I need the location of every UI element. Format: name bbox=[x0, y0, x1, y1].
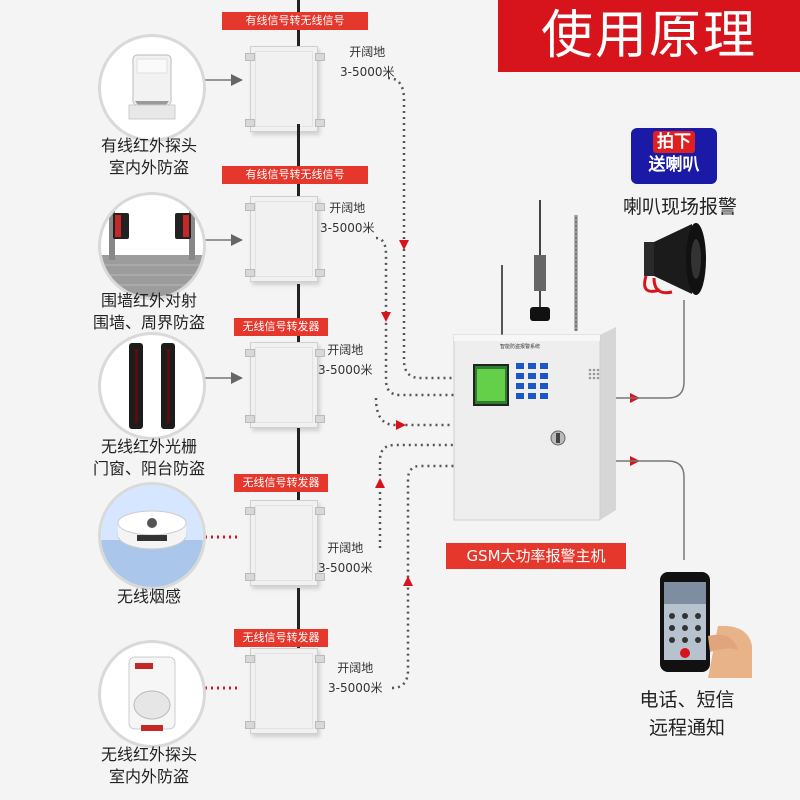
device-4-label: 无线烟感 bbox=[74, 586, 224, 608]
phone-label: 电话、短信 远程通知 bbox=[612, 686, 762, 742]
sensor-wires bbox=[205, 74, 243, 384]
device-3-label: 无线红外光栅 门窗、阳台防盗 bbox=[74, 436, 224, 480]
range-spec-2-distance: 3-5000米 bbox=[320, 221, 375, 235]
device-5-label: 无线红外探头 室内外防盗 bbox=[74, 744, 224, 788]
host-outputs bbox=[612, 300, 685, 560]
range-spec-2-terrain: 开阔地 bbox=[329, 201, 366, 215]
promo-badge-line1: 拍下 bbox=[653, 131, 695, 153]
sensor-3-image bbox=[98, 332, 206, 440]
smoke-detector-icon bbox=[101, 485, 203, 587]
repeater-box-3 bbox=[245, 342, 325, 428]
range-spec-3-distance: 3-5000米 bbox=[318, 363, 373, 377]
repeater-box-4 bbox=[245, 500, 325, 586]
device-2-label: 围墙红外对射 围墙、周界防盗 bbox=[74, 290, 224, 334]
sensor-4-image bbox=[98, 482, 206, 590]
sensor-5-image bbox=[98, 640, 206, 748]
repeater-box-2 bbox=[245, 196, 325, 282]
light-curtain-icon bbox=[129, 343, 175, 429]
route-arrows bbox=[375, 240, 640, 586]
tag-2: 有线信号转无线信号 bbox=[222, 166, 368, 184]
device-5-usage: 室内外防盗 bbox=[108, 767, 189, 786]
range-spec-5-distance: 3-5000米 bbox=[328, 681, 383, 695]
wireless-pir-icon bbox=[128, 656, 176, 731]
siren-speaker-icon bbox=[643, 223, 706, 295]
speaker-label: 喇叭现场报警 bbox=[622, 196, 737, 218]
tag-1: 有线信号转无线信号 bbox=[222, 12, 368, 30]
device-3-name: 无线红外光栅 bbox=[100, 437, 197, 456]
device-1-label: 有线红外探头 室内外防盗 bbox=[74, 135, 224, 179]
range-spec-1-terrain: 开阔地 bbox=[349, 45, 386, 59]
device-4-name: 无线烟感 bbox=[116, 587, 181, 606]
host-alarm-unit: 智能防盗报警系统 bbox=[453, 200, 616, 521]
host-keypad-icon bbox=[516, 363, 548, 399]
repeater-box-5 bbox=[245, 648, 325, 734]
host-panel-text: 智能防盗报警系统 bbox=[500, 343, 540, 350]
repeater-box-1 bbox=[245, 46, 325, 132]
range-spec-3-terrain: 开阔地 bbox=[327, 343, 364, 357]
range-spec-4-distance: 3-5000米 bbox=[318, 561, 373, 575]
tag-3: 无线信号转发器 bbox=[234, 318, 328, 336]
mobile-phone-icon bbox=[660, 572, 752, 678]
device-5-name: 无线红外探头 bbox=[100, 745, 197, 764]
promo-badge-line2: 送喇叭 bbox=[648, 155, 700, 175]
antenna-2 bbox=[297, 124, 300, 200]
beam-detector-icon bbox=[101, 210, 203, 297]
range-spec-3: 开阔地 3-5000米 bbox=[318, 340, 373, 380]
host-antennas-icon bbox=[501, 200, 578, 335]
antenna-4 bbox=[297, 428, 300, 504]
antenna-3 bbox=[297, 284, 300, 344]
sensor-2-image bbox=[98, 192, 206, 300]
range-spec-1: 开阔地 3-5000米 bbox=[340, 42, 395, 82]
tag-4: 无线信号转发器 bbox=[234, 474, 328, 492]
sensor-1-image bbox=[98, 34, 206, 142]
wireless-sensor-links bbox=[205, 535, 238, 690]
signal-routes bbox=[374, 76, 458, 690]
host-label: GSM大功率报警主机 bbox=[446, 543, 626, 569]
phone-label-line2: 远程通知 bbox=[648, 717, 725, 739]
range-spec-4: 开阔地 3-5000米 bbox=[318, 538, 373, 578]
range-spec-1-distance: 3-5000米 bbox=[340, 65, 395, 79]
antenna-5 bbox=[297, 588, 300, 650]
device-2-usage: 围墙、周界防盗 bbox=[92, 313, 205, 332]
device-2-name: 围墙红外对射 bbox=[100, 291, 197, 310]
range-spec-4-terrain: 开阔地 bbox=[327, 541, 364, 555]
device-1-name: 有线红外探头 bbox=[100, 136, 197, 155]
range-spec-2: 开阔地 3-5000米 bbox=[320, 198, 375, 238]
tag-5: 无线信号转发器 bbox=[234, 629, 328, 647]
range-spec-5: 开阔地 3-5000米 bbox=[328, 658, 383, 698]
device-1-usage: 室内外防盗 bbox=[108, 158, 189, 177]
device-3-usage: 门窗、阳台防盗 bbox=[92, 459, 205, 478]
host-speaker-grille-icon bbox=[588, 368, 600, 380]
range-spec-5-terrain: 开阔地 bbox=[337, 661, 374, 675]
phone-label-line1: 电话、短信 bbox=[639, 689, 735, 711]
title-banner: 使用原理 bbox=[498, 0, 800, 72]
pir-detector-icon bbox=[128, 54, 176, 120]
promo-badge: 拍下 送喇叭 bbox=[631, 128, 717, 184]
